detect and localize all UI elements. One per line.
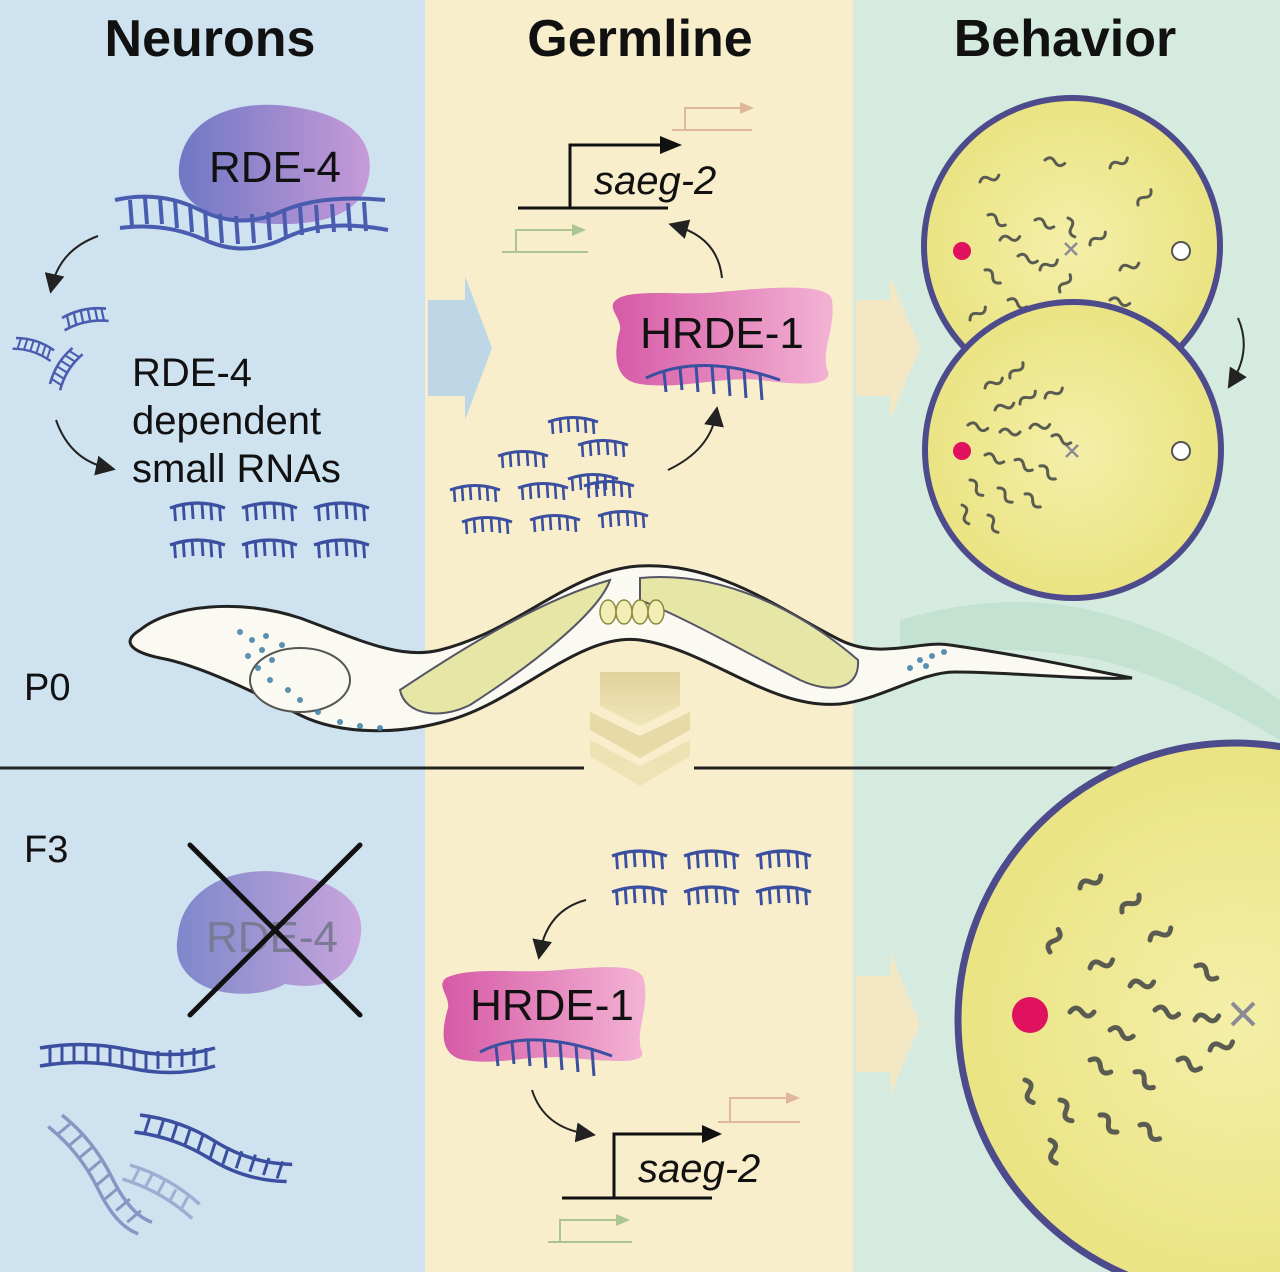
rde4-label: RDE-4 — [209, 143, 341, 192]
c-elegans-worm — [128, 564, 1133, 733]
small-rnas-label-line1: RDE-4 — [132, 351, 252, 395]
hrde1-label-p0: HRDE-1 — [640, 309, 804, 358]
control-spot-icon — [1171, 241, 1191, 261]
small-rna-to-hrde1-arrow — [667, 406, 724, 471]
behavior-wave — [900, 602, 1280, 740]
origin-x-mark-icon-2 — [1065, 444, 1079, 458]
knockout-x-cross-icon — [187, 842, 363, 1018]
column-title-germline: Germline — [527, 10, 752, 68]
control-spot-icon-2 — [1171, 441, 1191, 461]
hrde1-to-gene-arrow — [668, 219, 723, 279]
behavior-plate-after — [922, 299, 1224, 601]
rde4-knockout-label: RDE-4 — [206, 913, 338, 962]
behavior-plate-f3 — [954, 739, 1280, 1272]
rde4-protein: RDE-4 — [178, 104, 370, 225]
f3-gene-label: saeg-2 — [638, 1147, 760, 1191]
p0-gene-label: saeg-2 — [594, 159, 716, 203]
attractant-dot-icon — [953, 242, 971, 260]
behavior-change-arrow — [1227, 317, 1247, 389]
column-title-neurons: Neurons — [105, 10, 316, 68]
generation-label-p0: P0 — [24, 667, 70, 709]
small-rnas-label-line3: small RNAs — [132, 447, 341, 491]
processing-arrow — [44, 235, 99, 294]
rde4-protein-knockout: RDE-4 — [176, 842, 363, 1018]
hrde1-protein-f3: HRDE-1 — [442, 967, 646, 1077]
generation-label-f3: F3 — [24, 829, 68, 871]
f3-hrde1-to-gene-arrow — [531, 1089, 596, 1143]
generation-transfer-chevrons-icon — [590, 672, 690, 786]
column-title-behavior: Behavior — [954, 10, 1177, 68]
f3-origin-x-mark-icon — [1230, 1001, 1256, 1027]
small-rna-arrow — [55, 419, 116, 476]
small-rnas-label-line2: dependent — [132, 399, 321, 443]
f3-attractant-dot-icon — [1012, 997, 1048, 1033]
germline-to-behavior-arrow — [856, 276, 920, 420]
f3-saeg2-locus: saeg-2 — [548, 1092, 800, 1243]
attractant-dot-icon-2 — [953, 442, 971, 460]
unprocessed-dsrnas — [39, 1042, 293, 1236]
neurons-to-germline-arrow — [428, 276, 492, 420]
hrde1-label-f3: HRDE-1 — [470, 981, 634, 1030]
hrde1-protein-p0: HRDE-1 — [612, 287, 833, 401]
origin-x-mark-icon — [1064, 242, 1078, 256]
dsrna-substrate — [114, 194, 389, 251]
p0-saeg2-locus: saeg-2 — [502, 102, 754, 253]
f3-germline-to-behavior-arrow — [856, 952, 920, 1096]
f3-small-rna-to-hrde1-arrow — [532, 899, 587, 960]
